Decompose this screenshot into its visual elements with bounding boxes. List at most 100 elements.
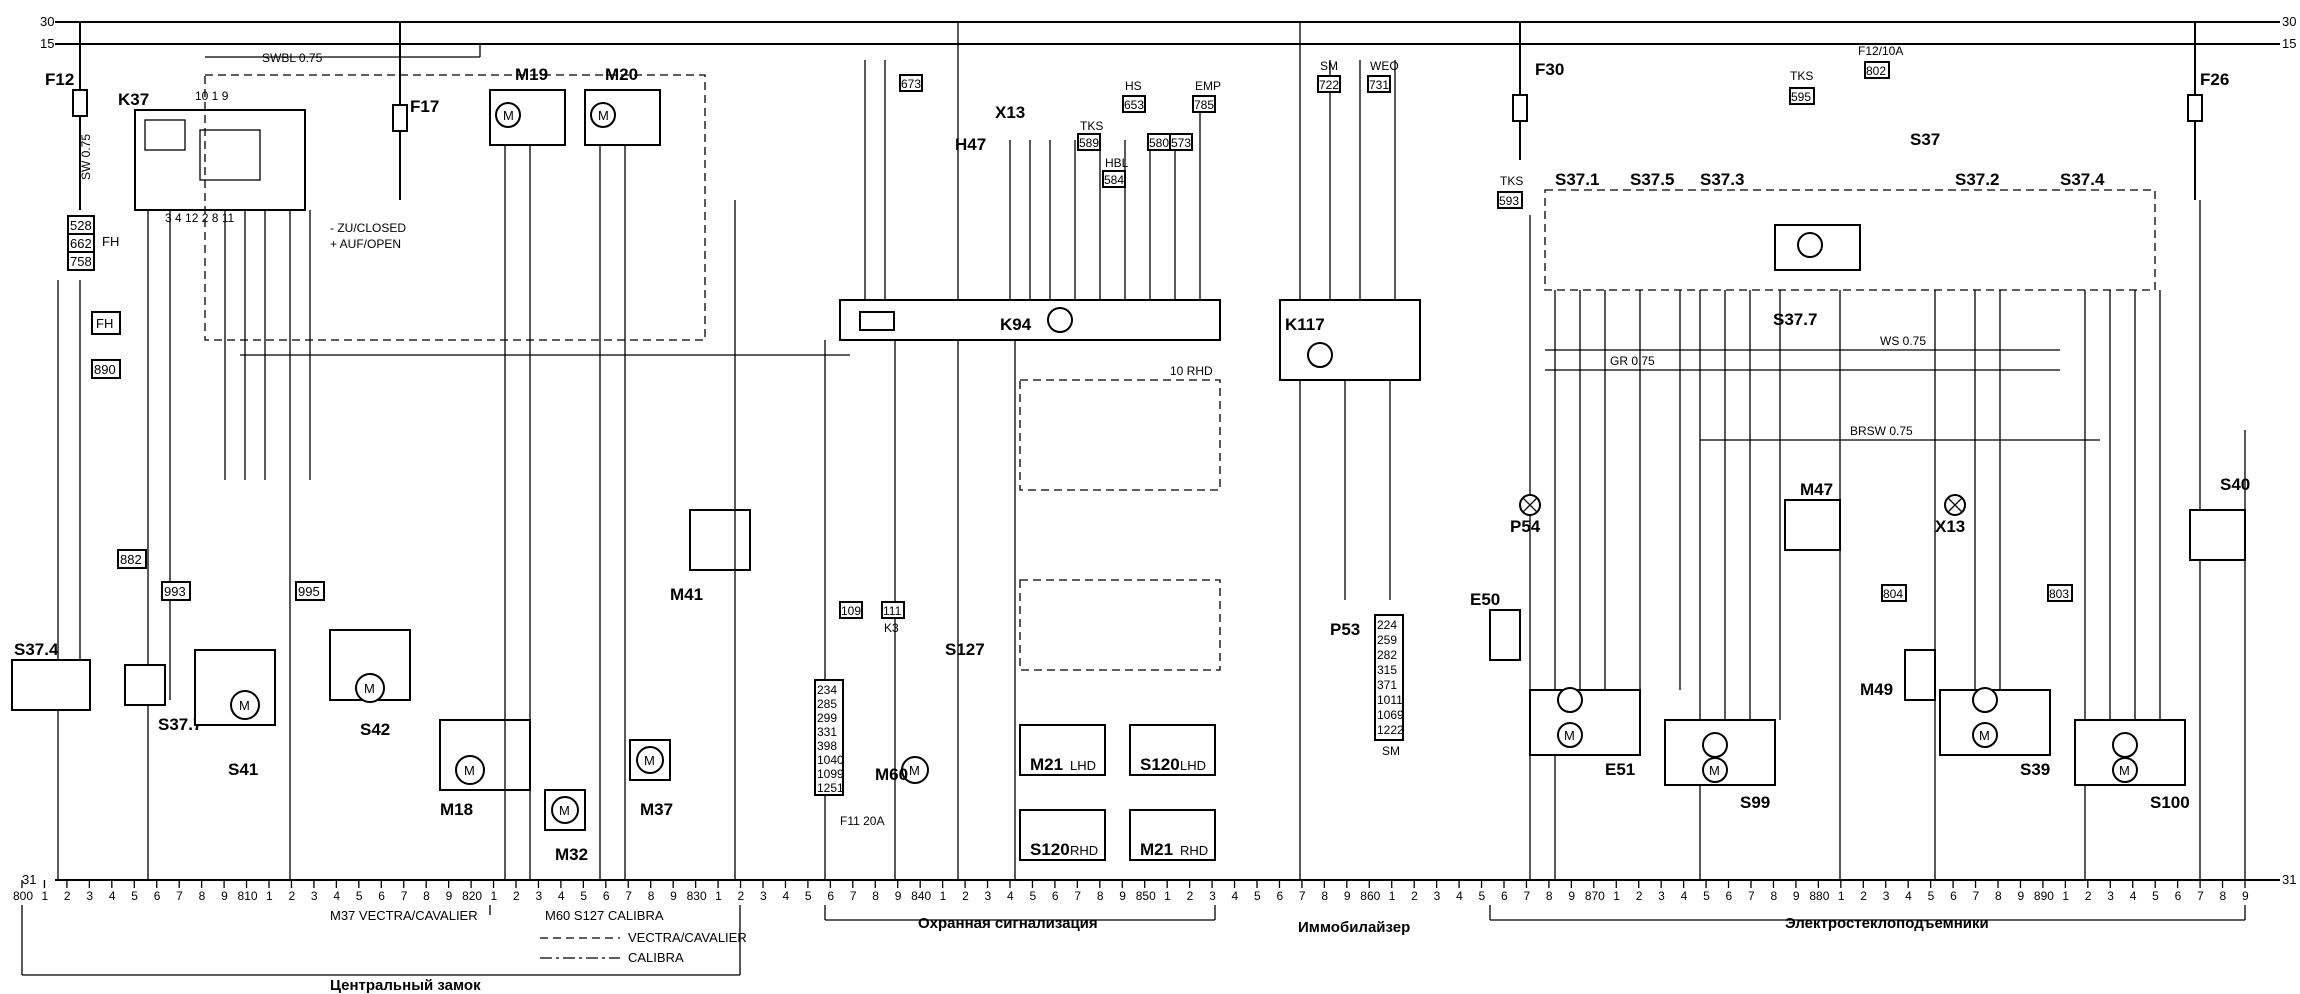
label-M37: M18 <box>440 800 473 819</box>
ruler-label: 3 <box>535 889 542 903</box>
switch-S41 <box>11 659 91 711</box>
ruler-label: 7 <box>1748 889 1755 903</box>
svg-text:1011: 1011 <box>1377 693 1403 707</box>
ruler-label: 4 <box>782 889 789 903</box>
ruler-label: 870 <box>1585 889 1605 903</box>
label-K37: K37 <box>118 90 149 109</box>
ruler-label: 2 <box>64 889 71 903</box>
ruler-label: 7 <box>176 889 183 903</box>
label-F26: F26 <box>2200 70 2229 89</box>
ruler-label: 4 <box>558 889 565 903</box>
ref-803: 803 <box>2049 587 2069 601</box>
svg-text:1251: 1251 <box>817 781 844 795</box>
ruler-label: 7 <box>1523 889 1530 903</box>
svg-text:234: 234 <box>817 683 837 697</box>
ruler-label: 9 <box>221 889 228 903</box>
svg-text:M: M <box>364 681 375 696</box>
ruler-label: 3 <box>1658 889 1665 903</box>
label-M41: M32 <box>555 845 588 864</box>
svg-text:LHD: LHD <box>1070 758 1096 773</box>
hbl: HBL <box>1105 156 1129 170</box>
rail-15-label: 15 <box>40 36 54 51</box>
svg-text:1222: 1222 <box>1377 723 1404 737</box>
label-S37-3: S37.3 <box>1700 170 1744 189</box>
label-S99: E50 <box>1470 590 1500 609</box>
ruler-label: 4 <box>109 889 116 903</box>
ref-758: 758 <box>70 254 92 269</box>
svg-text:M: M <box>644 753 655 768</box>
ruler-label: 3 <box>1883 889 1890 903</box>
ref-673: 673 <box>901 77 921 91</box>
ruler-label: 5 <box>2152 889 2159 903</box>
ruler-label: 890 <box>2034 889 2054 903</box>
svg-text:M: M <box>503 108 514 123</box>
ws075: WS 0.75 <box>1880 334 1926 348</box>
svg-text:224: 224 <box>1377 618 1397 632</box>
label-S42: S37.7 <box>158 715 202 734</box>
ruler-label: 6 <box>1052 889 1059 903</box>
legend-m60: M60 S127 CALIBRA <box>545 908 664 923</box>
sm-bottom: SM <box>1382 744 1400 758</box>
ref-593: 593 <box>1499 194 1519 208</box>
brsw075: BRSW 0.75 <box>1850 424 1913 438</box>
ruler-label: 1 <box>266 889 273 903</box>
ruler-label: 1 <box>1164 889 1171 903</box>
ruler-label: 9 <box>446 889 453 903</box>
svg-text:315: 315 <box>1377 663 1397 677</box>
ruler-label: 2 <box>2085 889 2092 903</box>
ruler-label: 7 <box>1299 889 1306 903</box>
ruler-label: 8 <box>872 889 879 903</box>
sm: SM <box>1320 59 1338 73</box>
ruler-label: 4 <box>2130 889 2137 903</box>
svg-text:TKS: TKS <box>1500 174 1523 188</box>
ref-804: 804 <box>1883 587 1903 601</box>
svg-text:RHD: RHD <box>1180 843 1208 858</box>
legend-m37: M37 VECTRA/CAVALIER <box>330 908 478 923</box>
ruler-label: 6 <box>603 889 610 903</box>
ruler-label: 5 <box>356 889 363 903</box>
ruler-label: 1 <box>1613 889 1620 903</box>
rail-30-label-right: 30 <box>2282 14 2296 29</box>
label-fh: FH <box>102 234 119 249</box>
ruler-label: 9 <box>1344 889 1351 903</box>
tks: TKS <box>1080 119 1103 133</box>
ruler-label: 1 <box>41 889 48 903</box>
ref-722: 722 <box>1319 78 1339 92</box>
ruler-label: 6 <box>378 889 385 903</box>
label-F17: F17 <box>410 97 439 116</box>
ref-785: 785 <box>1194 98 1214 112</box>
ruler-label: 9 <box>670 889 677 903</box>
ruler-label: 8 <box>648 889 655 903</box>
ruler-label: 7 <box>1973 889 1980 903</box>
label-E51: X13 <box>1935 517 1965 536</box>
section-central-lock: Центральный замок <box>330 977 481 994</box>
label-F30: F30 <box>1535 60 1564 79</box>
section-alarm: Охранная сигнализация <box>918 915 1098 932</box>
ruler-label: 3 <box>760 889 767 903</box>
ruler-label: 860 <box>1360 889 1380 903</box>
ref-589: 589 <box>1079 136 1099 150</box>
ruler-label: 6 <box>1950 889 1957 903</box>
ruler-label: 1 <box>1389 889 1396 903</box>
ruler-label: 800 <box>13 889 33 903</box>
ruler-label: 2 <box>288 889 295 903</box>
ruler-label: 7 <box>625 889 632 903</box>
svg-text:FH: FH <box>96 316 113 331</box>
label-P54-lhd: S120 <box>1140 755 1180 774</box>
ref-list-left-box <box>814 679 844 796</box>
label-M32: S42 <box>360 720 390 739</box>
label-S37-5: S37.5 <box>1630 170 1674 189</box>
ruler-label: 6 <box>2175 889 2182 903</box>
weo: WEO <box>1370 59 1399 73</box>
legend-vectra: VECTRA/CAVALIER <box>628 930 747 945</box>
ref-584: 584 <box>1104 173 1124 187</box>
ruler-label: 3 <box>2107 889 2114 903</box>
ruler-label: 5 <box>1479 889 1486 903</box>
ref-890: 890 <box>94 362 116 377</box>
label-X13a: X13 <box>995 103 1025 122</box>
ruler-label: 6 <box>827 889 834 903</box>
ruler-label: 1 <box>491 889 498 903</box>
ruler-label: 2 <box>1187 889 1194 903</box>
ruler-label: 2 <box>738 889 745 903</box>
